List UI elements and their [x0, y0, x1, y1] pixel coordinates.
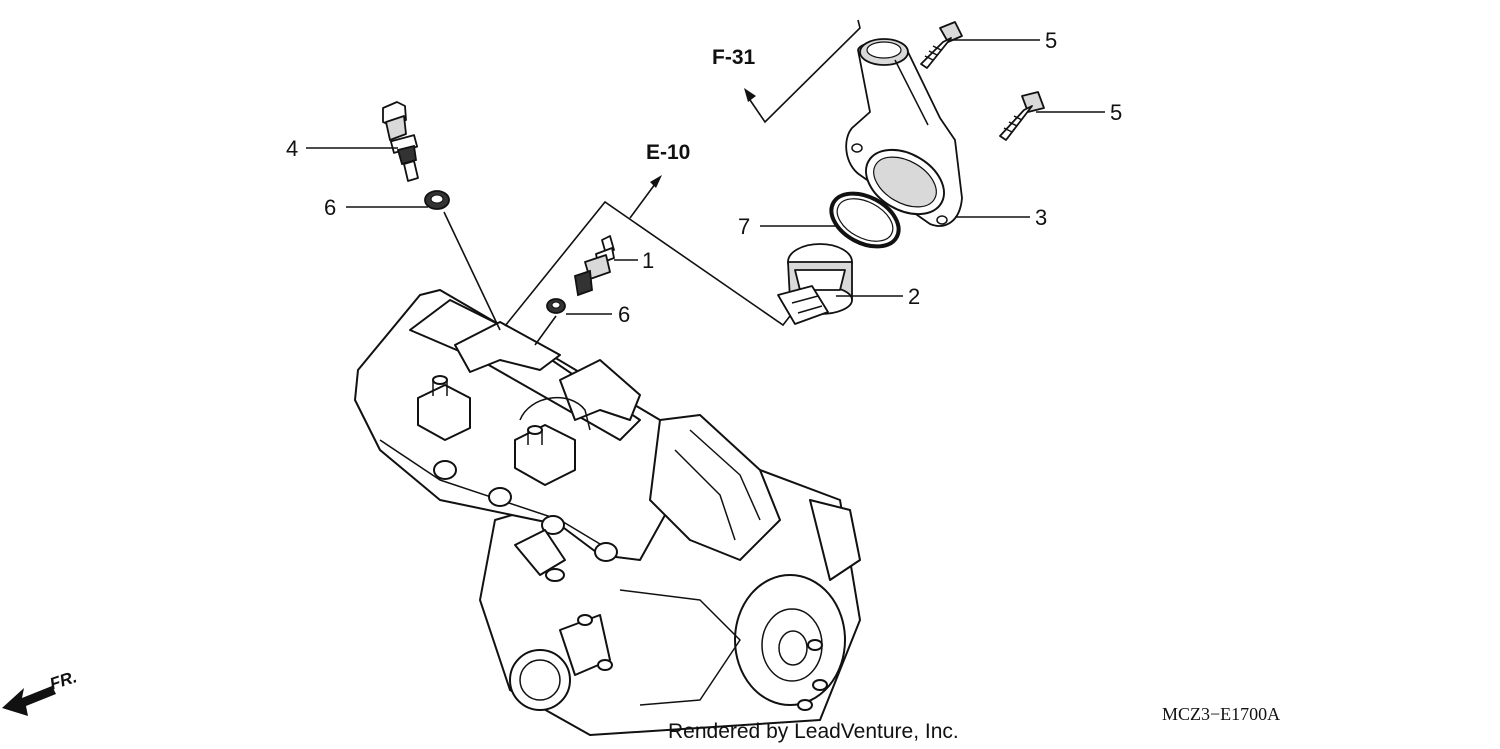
part-5-bolt-upper: [920, 21, 963, 69]
callout-3: 3: [1035, 205, 1047, 230]
leader-lines: [306, 19, 1105, 346]
part-5-bolt-lower: [999, 91, 1045, 141]
callout-2: 2: [908, 284, 920, 309]
callout-6-lower: 6: [618, 302, 630, 327]
part-4-temperature-sensor: [382, 101, 419, 182]
callout-1: 1: [642, 248, 654, 273]
callout-6-upper: 6: [324, 195, 336, 220]
part-2-thermostat: [777, 243, 853, 325]
reference-arrow-icon: [650, 88, 756, 188]
front-arrow-icon: [2, 686, 56, 716]
part-7-o-ring: [829, 191, 901, 249]
diagram-code: MCZ3−E1700A: [1162, 704, 1280, 724]
reference-e-10: E-10: [646, 141, 690, 164]
part-6-washer-upper: [424, 190, 450, 210]
reference-f-31: F-31: [712, 46, 756, 69]
engine-block: [354, 289, 861, 736]
part-6-washer-lower: [546, 298, 566, 314]
part-3-thermostat-housing: [845, 38, 963, 227]
callout-7: 7: [738, 214, 750, 239]
callout-4: 4: [286, 136, 298, 161]
part-1-bolt: [573, 235, 615, 297]
callout-5-upper: 5: [1045, 28, 1057, 53]
front-marker-label: FR.: [47, 667, 79, 694]
callout-5-lower: 5: [1110, 100, 1122, 125]
render-credit: Rendered by LeadVenture, Inc.: [668, 720, 959, 743]
